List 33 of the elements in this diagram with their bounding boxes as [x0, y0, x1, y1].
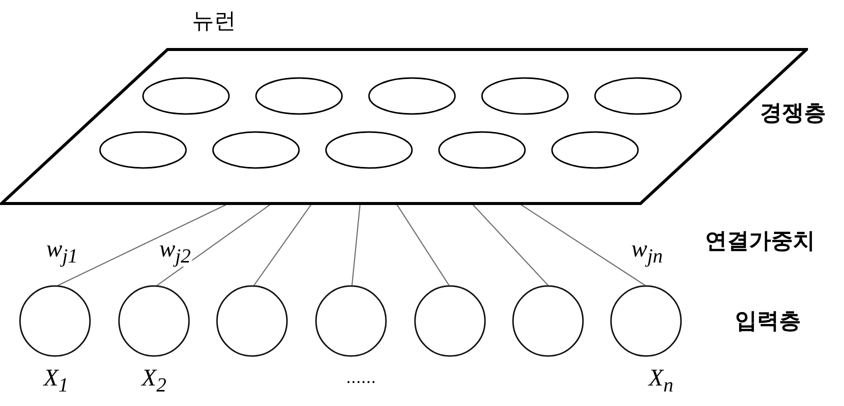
input-label: X$_{1}$ — [44, 366, 68, 396]
input-circle — [118, 285, 190, 357]
neuron-ellipse — [255, 77, 343, 115]
input-label: X$_{2}$ — [142, 366, 166, 396]
input-circle — [414, 285, 486, 357]
neuron-ellipse — [142, 77, 230, 115]
neuron-ellipse — [325, 131, 413, 169]
connection-line — [351, 204, 361, 286]
connection-line — [396, 204, 450, 286]
input-label: X$_{n}$ — [648, 366, 674, 396]
connection-line — [472, 204, 548, 286]
neuron-ellipse — [368, 77, 456, 115]
input-circle — [512, 285, 584, 357]
neuron-label: 뉴런 — [192, 10, 236, 32]
side-label: 경쟁층 — [760, 102, 826, 124]
connection-line — [156, 204, 270, 286]
ellipsis-text: ...... — [346, 368, 376, 386]
weight-label: w$_{j2}$ — [158, 238, 192, 266]
input-circle — [19, 285, 91, 357]
input-circle — [610, 285, 682, 357]
side-label: 연결가중치 — [705, 230, 815, 252]
neuron-ellipse — [551, 131, 639, 169]
input-circle — [315, 285, 387, 357]
neuron-ellipse — [99, 131, 187, 169]
neuron-ellipse — [481, 77, 569, 115]
connection-line — [58, 204, 226, 286]
input-circle — [216, 285, 288, 357]
connection-line — [254, 204, 312, 286]
neuron-ellipse — [212, 131, 300, 169]
side-label: 입력층 — [735, 310, 801, 332]
neuron-ellipse — [438, 131, 526, 169]
connection-line — [520, 204, 646, 286]
neuron-ellipse — [594, 77, 682, 115]
